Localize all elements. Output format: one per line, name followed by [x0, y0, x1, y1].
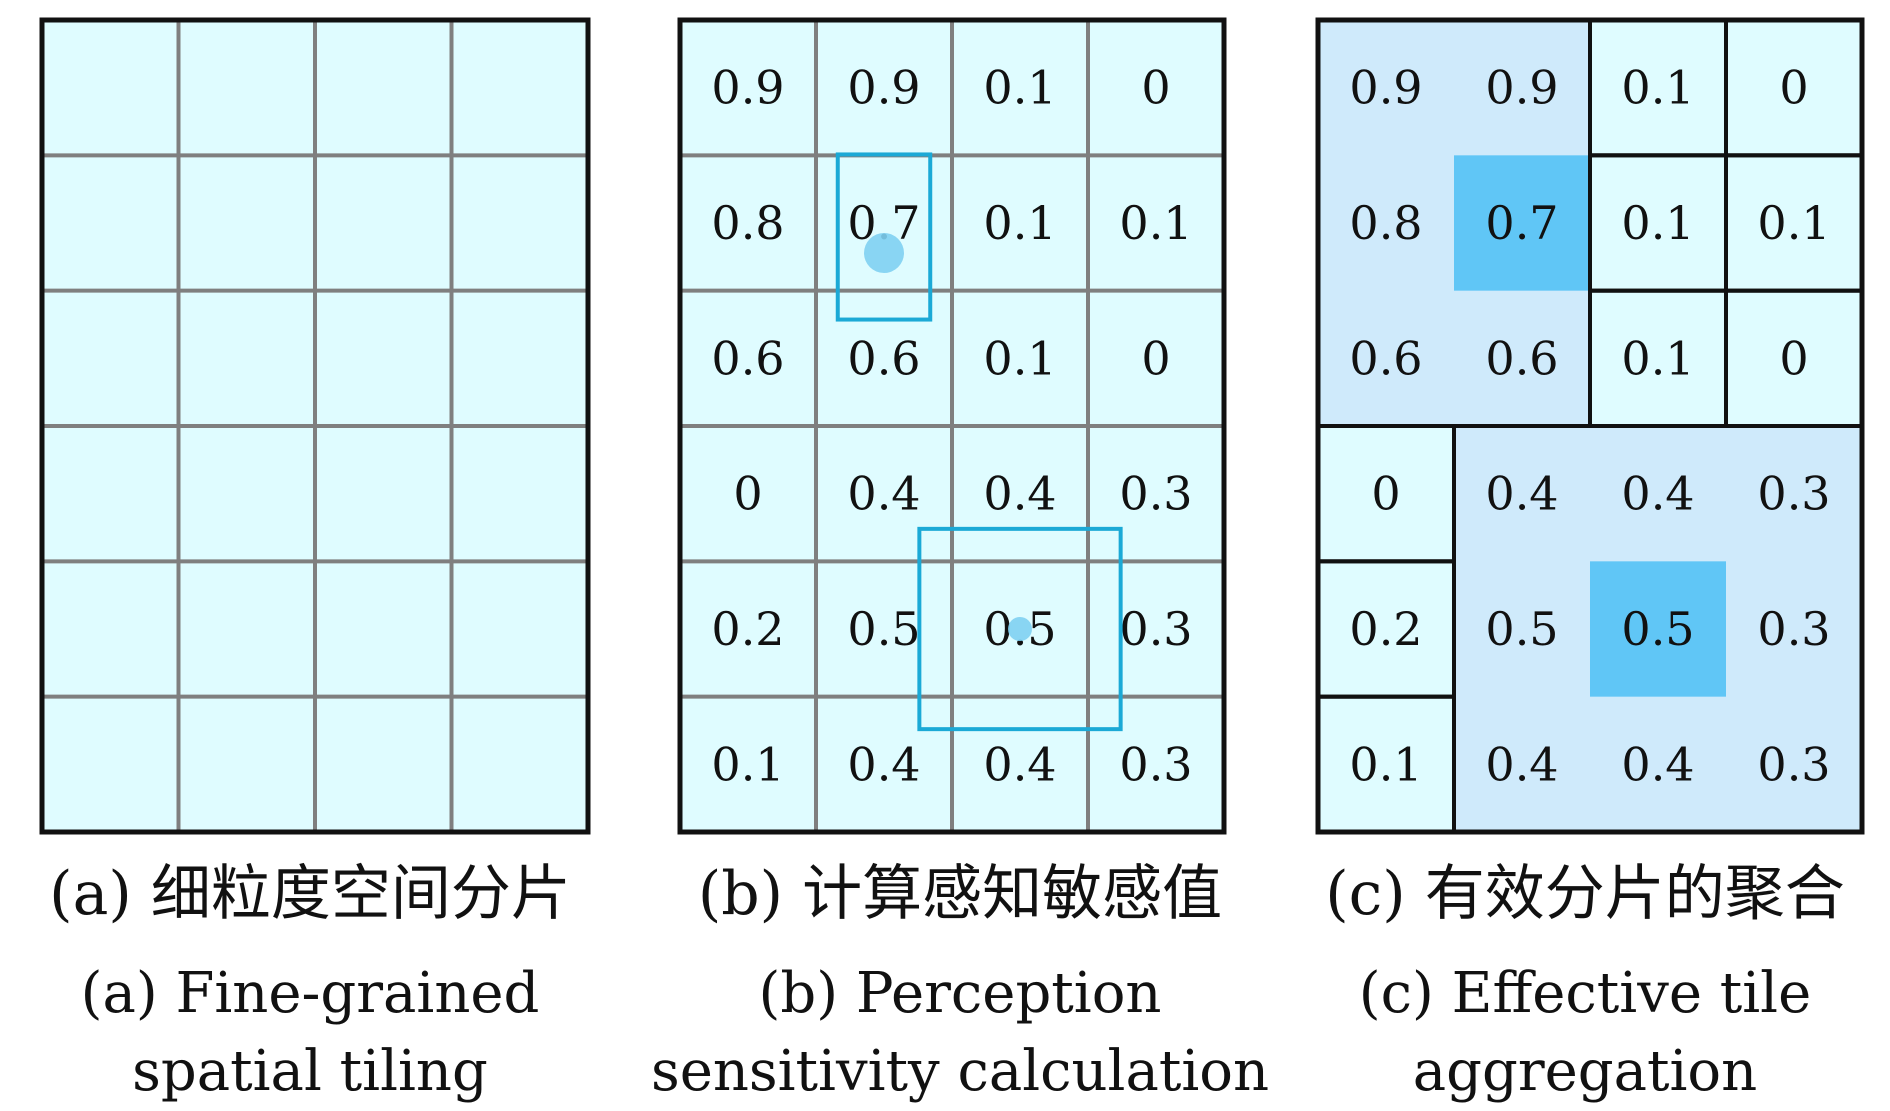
- panel-c-tile-aggregation: 0.9 0.9 0.1 0 0.8 0.7 0.1 0.1 0.6 0.6 0.1 0 0 0.4 0.4 0…: [1315, 17, 1865, 835]
- large-sensing-window: [917, 526, 1123, 732]
- cell-value: 0: [733, 467, 762, 521]
- cell-value: 0.1: [983, 61, 1056, 115]
- cell-value: 0: [1779, 61, 1808, 115]
- caption-b-zh: (b) 计算感知敏感值: [697, 859, 1223, 929]
- cell-value: 0.1: [711, 737, 784, 791]
- cell-value: 0.4: [847, 737, 920, 791]
- cell-value: 0: [1141, 331, 1170, 385]
- aggregated-tile-center: [1590, 561, 1726, 697]
- cell-value: 0.3: [1119, 602, 1192, 656]
- cell-value: 0.3: [1119, 467, 1192, 521]
- panel-border: [39, 17, 591, 835]
- cell-value: 0.3: [1757, 737, 1830, 791]
- cell-value: 0.1: [983, 196, 1056, 250]
- cell-value: 0.2: [1349, 602, 1422, 656]
- window-center-dot: [1008, 617, 1032, 641]
- window-center-dot: [864, 233, 904, 273]
- cell-value: 0.6: [1349, 331, 1422, 385]
- cell-value: 0.4: [847, 467, 920, 521]
- cell-value: 0.1: [1621, 196, 1694, 250]
- cell-value: 0.9: [1485, 61, 1558, 115]
- caption-a-en: (a) Fine-grained spatial tiling: [10, 955, 610, 1111]
- caption-a-en-line2: spatial tiling: [132, 1039, 488, 1104]
- caption-c-en-line2: aggregation: [1412, 1039, 1758, 1104]
- cell-value: 0.9: [711, 61, 784, 115]
- caption-c-en-line1: (c) Effective tile: [1358, 961, 1812, 1026]
- aggregated-tile-center: [1454, 155, 1590, 291]
- cell-value: 0.7: [1485, 196, 1558, 250]
- small-sensing-window: [835, 152, 933, 322]
- panel-border: [1315, 17, 1865, 835]
- cell-value: 0.3: [1757, 602, 1830, 656]
- cell-value: 0.1: [1757, 196, 1830, 250]
- cell-value: 0.1: [983, 331, 1056, 385]
- cell-value: 0.9: [1349, 61, 1422, 115]
- cell-value: 0.4: [1485, 737, 1558, 791]
- cell-value: 0.3: [1119, 737, 1192, 791]
- cell-value: 0: [1141, 61, 1170, 115]
- cell-value: 0.1: [1119, 196, 1192, 250]
- caption-b-en: (b) Perception sensitivity calculation: [620, 955, 1300, 1111]
- panel-border: [677, 17, 1227, 835]
- cell-value: 0.9: [847, 61, 920, 115]
- cell-value: 0.8: [711, 196, 784, 250]
- cell-value: 0.3: [1757, 467, 1830, 521]
- cell-value: 0.4: [983, 737, 1056, 791]
- caption-a-zh: (a) 细粒度空间分片: [49, 859, 571, 929]
- cell-value: 0.5: [847, 602, 920, 656]
- cell-value: 0.6: [847, 331, 920, 385]
- cell-value: 0.1: [1349, 737, 1422, 791]
- cell-value: 0: [1779, 331, 1808, 385]
- cell-value: 0: [1371, 467, 1400, 521]
- cell-value: 0.6: [711, 331, 784, 385]
- cell-value: 0.8: [1349, 196, 1422, 250]
- cell-value: 0.4: [1621, 467, 1694, 521]
- cell-value: 0.4: [1621, 737, 1694, 791]
- cell-value: 0.5: [1621, 602, 1694, 656]
- cell-value: 0.4: [1485, 467, 1558, 521]
- caption-a-en-line1: (a) Fine-grained: [80, 961, 540, 1026]
- caption-c-en: (c) Effective tile aggregation: [1285, 955, 1885, 1111]
- cell-value: 0.6: [1485, 331, 1558, 385]
- cell-value: 0.4: [983, 467, 1056, 521]
- caption-b-en-line2: sensitivity calculation: [650, 1039, 1270, 1104]
- cell-value: 0.1: [1621, 61, 1694, 115]
- cell-value: 0.2: [711, 602, 784, 656]
- caption-b-en-line1: (b) Perception: [758, 961, 1162, 1026]
- panel-a-fine-grained-tiling: [39, 17, 591, 835]
- cell-value: 0.1: [1621, 331, 1694, 385]
- cell-value: 0.5: [1485, 602, 1558, 656]
- caption-c-zh: (c) 有效分片的聚合: [1325, 859, 1845, 929]
